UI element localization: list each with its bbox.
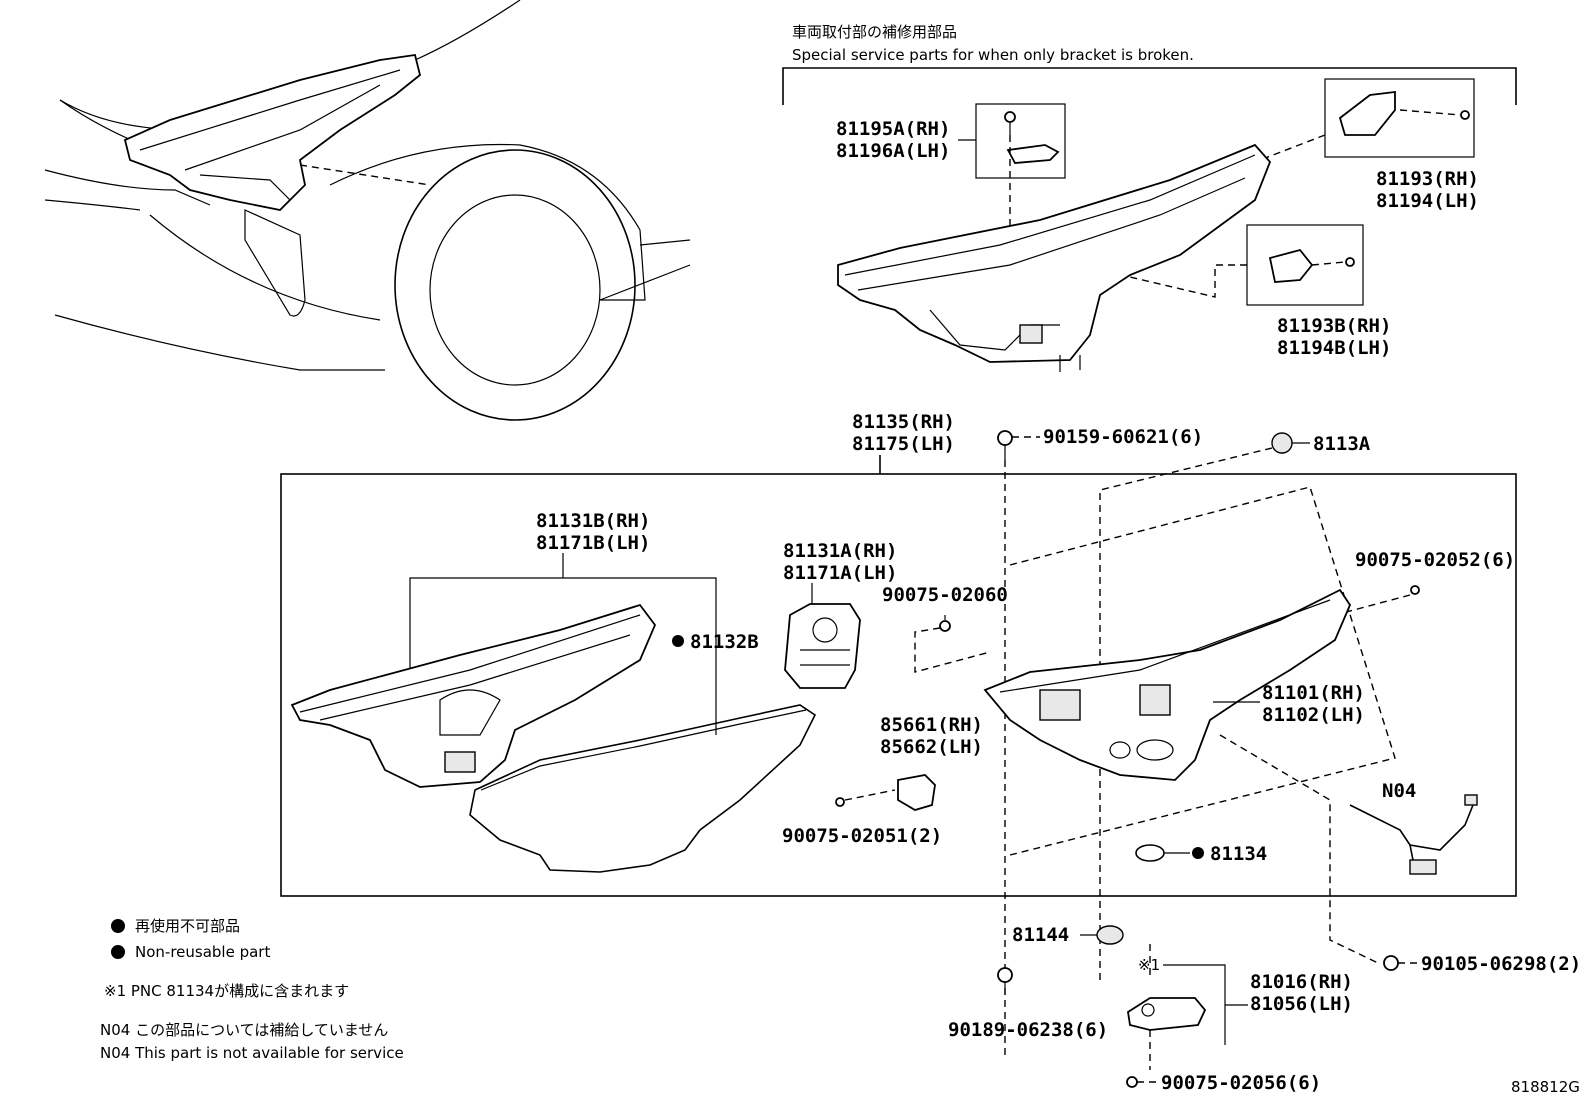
label-81016: 81016(RH) — [1250, 971, 1353, 993]
label-81056: 81056(LH) — [1250, 993, 1353, 1015]
nonreusable-dot-icon — [672, 635, 684, 647]
legend-nonreusable-jp: 再使用不可部品 — [135, 917, 240, 935]
special-service-section: 車両取付部の補修用部品 Special service parts for wh… — [782, 23, 1517, 372]
label-N04: N04 — [1382, 780, 1416, 802]
label-90075-02060: 90075-02060 — [882, 584, 1008, 606]
label-81194B: 81194B(LH) — [1277, 337, 1391, 359]
label-81132B: 81132B — [690, 631, 759, 653]
label-85662: 85662(LH) — [880, 736, 983, 758]
label-81131A: 81131A(RH) — [783, 540, 897, 562]
label-8113A: 8113A — [1313, 433, 1371, 455]
legend-n04-en: N04 This part is not available for servi… — [100, 1044, 404, 1062]
label-81195A: 81195A(RH) — [836, 118, 950, 140]
label-81131B: 81131B(RH) — [536, 510, 650, 532]
label-81134: 81134 — [1210, 843, 1267, 865]
label-81135: 81135(RH) — [852, 411, 955, 433]
label-85661: 85661(RH) — [880, 714, 983, 736]
nonreusable-dot-icon — [111, 945, 125, 959]
label-90075-02056: 90075-02056(6) — [1161, 1072, 1321, 1094]
vehicle-illustration — [44, 0, 691, 421]
label-note1: ※1 — [1138, 956, 1160, 974]
lower-parts: 81144 90105-06298(2) 90189-06238(6) ※1 8… — [948, 924, 1581, 1094]
label-90105: 90105-06298(2) — [1421, 953, 1581, 975]
label-81171A: 81171A(LH) — [783, 562, 897, 584]
label-90189: 90189-06238(6) — [948, 1019, 1108, 1041]
label-81175: 81175(LH) — [852, 433, 955, 455]
label-81101: 81101(RH) — [1262, 682, 1365, 704]
figure-code: 818812G — [1511, 1078, 1580, 1096]
label-90075-02051: 90075-02051(2) — [782, 825, 942, 847]
label-81196A: 81196A(LH) — [836, 140, 950, 162]
special-service-title-en: Special service parts for when only brac… — [792, 46, 1194, 64]
label-81193: 81193(RH) — [1376, 168, 1479, 190]
special-service-title-jp: 車両取付部の補修用部品 — [792, 23, 957, 41]
label-81194: 81194(LH) — [1376, 190, 1479, 212]
label-81144: 81144 — [1012, 924, 1069, 946]
label-81193B: 81193B(RH) — [1277, 315, 1391, 337]
main-assembly: 81135(RH) 81175(LH) 90159-60621(6) 8113A… — [280, 411, 1517, 1055]
legend-n04-jp: N04 この部品については補給していません — [100, 1021, 388, 1039]
label-81171B: 81171B(LH) — [536, 532, 650, 554]
legend-nonreusable-en: Non-reusable part — [135, 943, 270, 961]
legend-note1: ※1 PNC 81134が構成に含まれます — [104, 982, 349, 1000]
label-81102: 81102(LH) — [1262, 704, 1365, 726]
nonreusable-dot-icon — [1192, 847, 1204, 859]
label-90075-02052: 90075-02052(6) — [1355, 549, 1515, 571]
nonreusable-dot-icon — [111, 919, 125, 933]
label-90159: 90159-60621(6) — [1043, 426, 1203, 448]
legend: 再使用不可部品 Non-reusable part ※1 PNC 81134が構… — [100, 917, 404, 1062]
